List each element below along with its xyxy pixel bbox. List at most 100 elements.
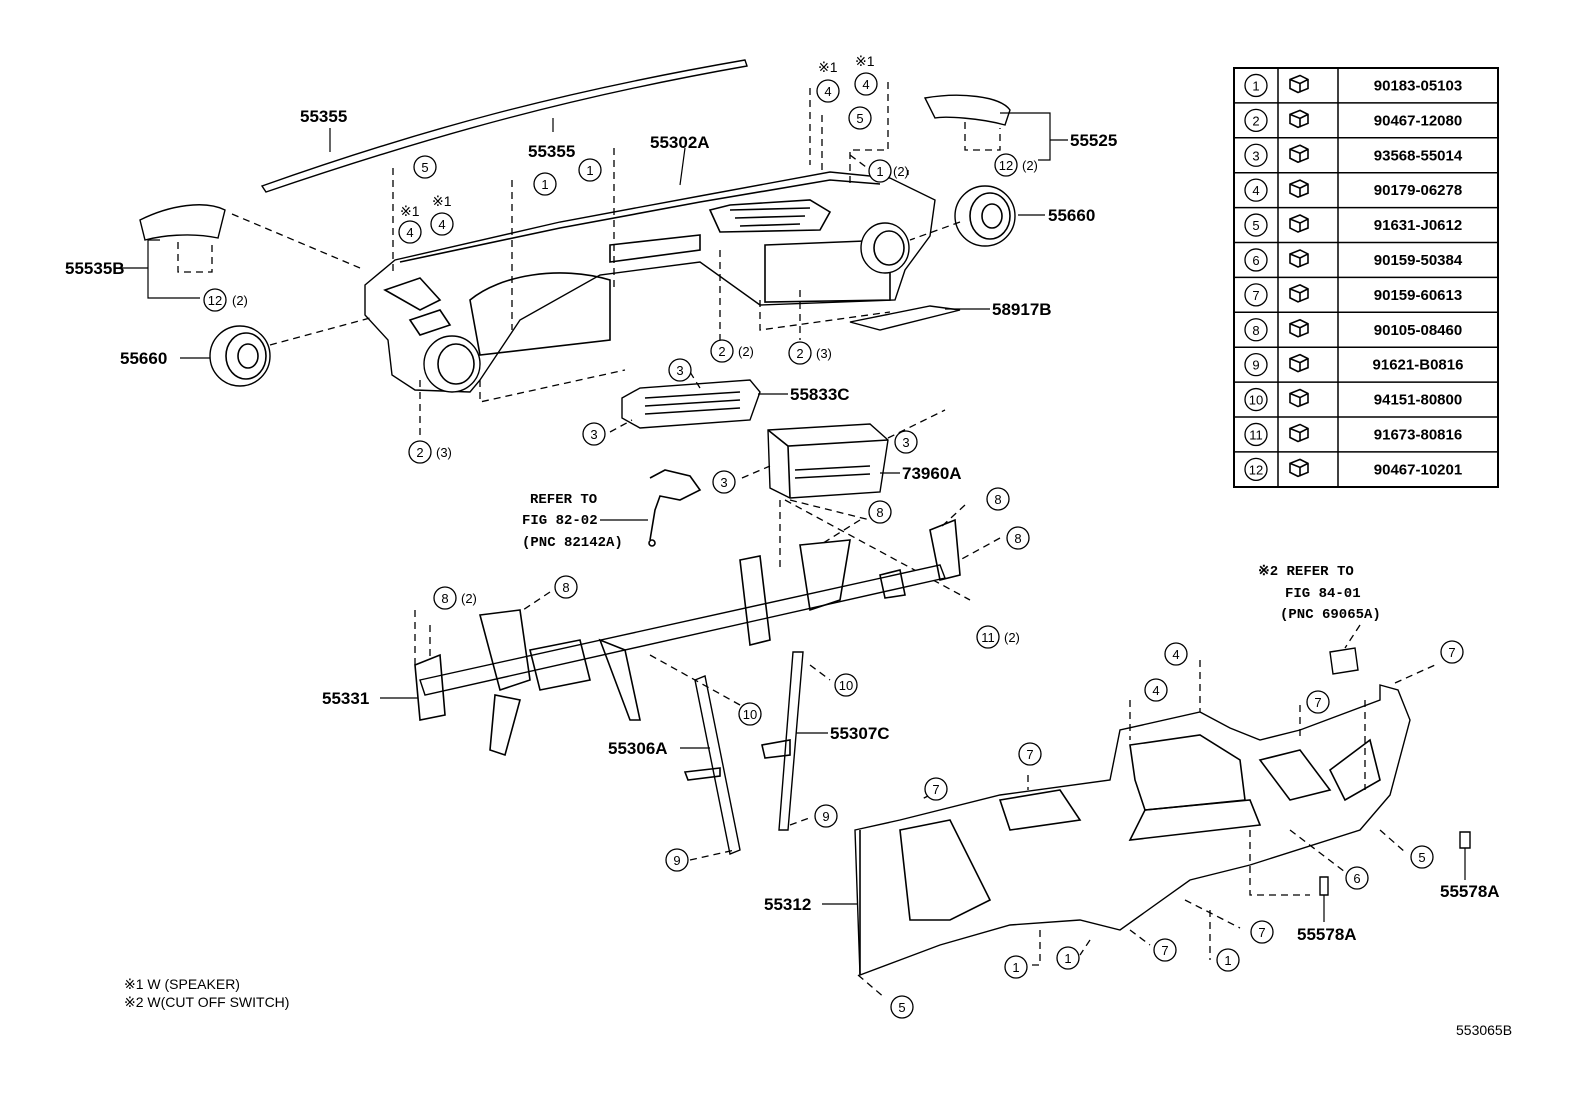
reinforcement-drawing [414,518,961,757]
panel-unit-drawing [621,379,761,429]
table-number-circle [1244,352,1268,377]
quantity-label: (2) [738,344,754,359]
fastener-callout: 8 [562,580,569,595]
table-part-number: 90467-12080 [1374,112,1462,129]
quantity-label: (2) [1022,158,1038,173]
table-number: 3 [1252,148,1259,163]
fastener-callout: 4 [1172,647,1179,662]
table-part-number: 94151-80800 [1374,392,1462,409]
fastener-callout: 1 [1012,960,1019,975]
fastener-callout: 12 [208,293,222,308]
table-number-circle [1244,143,1268,167]
fastener-icon [1289,458,1309,478]
table-part-number: 91673-80816 [1374,426,1462,443]
fastener-callout: 7 [1448,645,1455,660]
table-part-number: 90179-06278 [1374,182,1462,199]
callout-55578A-mid: 55578A [1297,925,1357,944]
fastener-callout: 1 [876,164,883,179]
refer-fig-84-line3: (PNC 69065A) [1280,607,1381,623]
fastener-callout: 8 [994,492,1001,507]
table-number: 12 [1249,462,1263,477]
marker-1: ※1 [400,203,420,219]
callout-55307C: 55307C [830,724,890,743]
table-number: 1 [1252,78,1259,93]
quantity-label: (2) [232,293,248,308]
fastener-callout: 7 [1161,943,1168,958]
cutoff-switch-drawing [1329,647,1359,675]
vent-right-drawing [954,185,1016,247]
quantity-label: (3) [816,346,832,361]
figure-code: 553065B [1456,1022,1513,1038]
table-part-number: 93568-55014 [1374,147,1463,164]
quantity-label: (3) [436,445,452,460]
table-part-number: 91631-J0612 [1374,217,1462,234]
refer-fig-82-line1: REFER TO [530,492,597,508]
fastener-icon [1289,144,1309,164]
table-number-circle [1244,283,1268,307]
fastener-icon [1289,388,1309,408]
quantity-label: (2) [461,591,477,606]
callout-73960A: 73960A [902,464,962,483]
table-number-circle [1244,248,1268,272]
table-number: 4 [1252,183,1259,198]
table-number: 8 [1252,323,1259,338]
callout-55331: 55331 [322,689,369,708]
refer-fig-84-line2: FIG 84-01 [1285,586,1361,602]
clip-right-drawing [1459,831,1471,849]
table-part-number: 90159-50384 [1374,252,1463,269]
fastener-callout: 4 [824,84,831,99]
fastener-callout: 4 [438,217,445,232]
table-number-circle [1244,422,1268,447]
fastener-callout: 7 [1258,925,1265,940]
harness-drawing [648,469,702,547]
table-number: 10 [1249,393,1263,408]
fastener-callout: 2 [416,445,423,460]
fastener-callout: 5 [856,111,863,126]
fastener-icon [1289,249,1309,268]
fastener-icon [1289,74,1309,94]
side-cover-drawing [139,204,226,273]
fastener-callout: 4 [406,225,413,240]
table-number-circle [1244,213,1268,237]
fastener-callout: 3 [676,363,683,378]
callout-55306A: 55306A [608,739,668,758]
table-number: 9 [1252,358,1259,373]
center-cover-drawing [923,94,1011,151]
fastener-icon [1289,214,1309,233]
table-part-number: 90105-08460 [1374,322,1462,339]
marker-1: ※1 [432,193,452,209]
fastener-callouts: 5 1 1 4 4 4 4 5 1 12 12 2 2 2 3 3 3 3 8 … [203,72,1464,1019]
marker-1: ※1 [855,53,875,69]
table-part-number: 90159-60613 [1374,287,1462,304]
callout-55660-left: 55660 [120,349,167,368]
fastener-icon [1289,353,1309,373]
table-number: 11 [1249,427,1263,442]
callout-55302A: 55302A [650,133,710,152]
callout-55660-right: 55660 [1048,206,1095,225]
quantity-label: (2) [893,164,909,179]
refer-fig-82-line3: (PNC 82142A) [522,535,623,551]
table-part-number: 91621-B0816 [1373,357,1464,374]
table-part-number: 90183-05103 [1374,77,1462,94]
fastener-callout: 9 [822,809,829,824]
callout-55535B: 55535B [65,259,125,278]
fastener-callout: 7 [1314,695,1321,710]
fastener-callout: 1 [1064,951,1071,966]
callout-55355: 55355 [528,142,575,161]
note-cutoff-switch: ※2 W(CUT OFF SWITCH) [124,994,289,1010]
refer-fig-82-line2: FIG 82-02 [522,513,598,529]
brace-left-drawing [683,675,741,855]
table-number-circle [1244,318,1268,342]
fastener-callout: 9 [673,853,680,868]
fastener-callout: 8 [876,505,883,520]
table-number: 2 [1252,113,1259,128]
fastener-callout: 7 [1026,747,1033,762]
fastener-icon [1289,109,1309,129]
fastener-icon [1289,283,1309,303]
table-part-number: 90467-10201 [1374,461,1462,478]
table-number-circle [1244,73,1268,98]
fastener-callout: 8 [441,591,448,606]
airbag-drawing [767,423,889,499]
pad-drawing [849,305,961,331]
callout-55525: 55525 [1070,131,1117,150]
